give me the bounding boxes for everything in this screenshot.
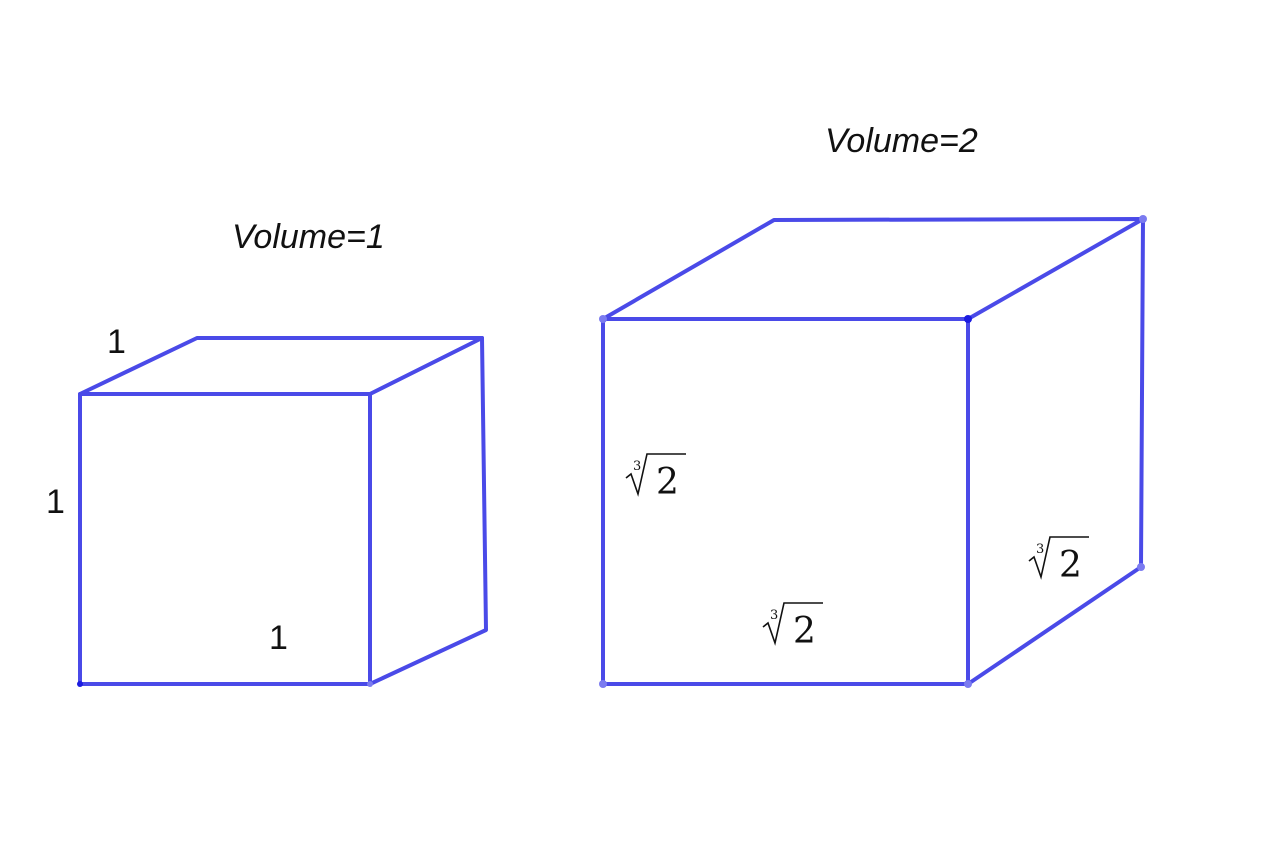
cube-large-vertex xyxy=(1139,215,1147,223)
cube-large-edge-left-label: 3 2 xyxy=(625,453,686,503)
cube-large-right-face xyxy=(966,217,1145,686)
cube-large-vertex xyxy=(964,315,972,323)
cube-small-edge-left-label: 1 xyxy=(46,483,65,521)
cube-small-title: Volume=1 xyxy=(232,218,385,256)
cube-small-front-face xyxy=(78,392,372,686)
cube-large-vertex xyxy=(1137,563,1145,571)
cube-small-top-face xyxy=(78,336,484,396)
cube-small-edge-top-label: 1 xyxy=(107,323,126,361)
cube-large-vertex xyxy=(964,680,972,688)
radical-index: 3 xyxy=(770,608,778,623)
radicand: 2 xyxy=(656,462,679,503)
cube-large-edge-bottom-label: 3 2 xyxy=(762,602,823,652)
cube-large-title: Volume=2 xyxy=(825,122,978,160)
cube-small-vertex xyxy=(77,681,83,687)
radical-index: 3 xyxy=(633,459,641,474)
radical-index: 3 xyxy=(1036,542,1044,557)
radicand: 2 xyxy=(793,611,816,652)
cube-small-right-face xyxy=(368,336,488,686)
radicand: 2 xyxy=(1059,545,1082,586)
cube-small: Volume=1 1 1 1 xyxy=(46,218,488,687)
cube-small-edge-bottom-label: 1 xyxy=(269,619,288,657)
cube-large: Volume=2 3 2 3 2 3 2 xyxy=(599,122,1147,688)
cube-large-top-face xyxy=(601,217,1145,321)
cube-large-vertex xyxy=(599,315,607,323)
cube-small-vertex xyxy=(367,681,373,687)
cube-large-edge-right-label: 3 2 xyxy=(1028,536,1089,586)
cube-large-vertex xyxy=(599,680,607,688)
